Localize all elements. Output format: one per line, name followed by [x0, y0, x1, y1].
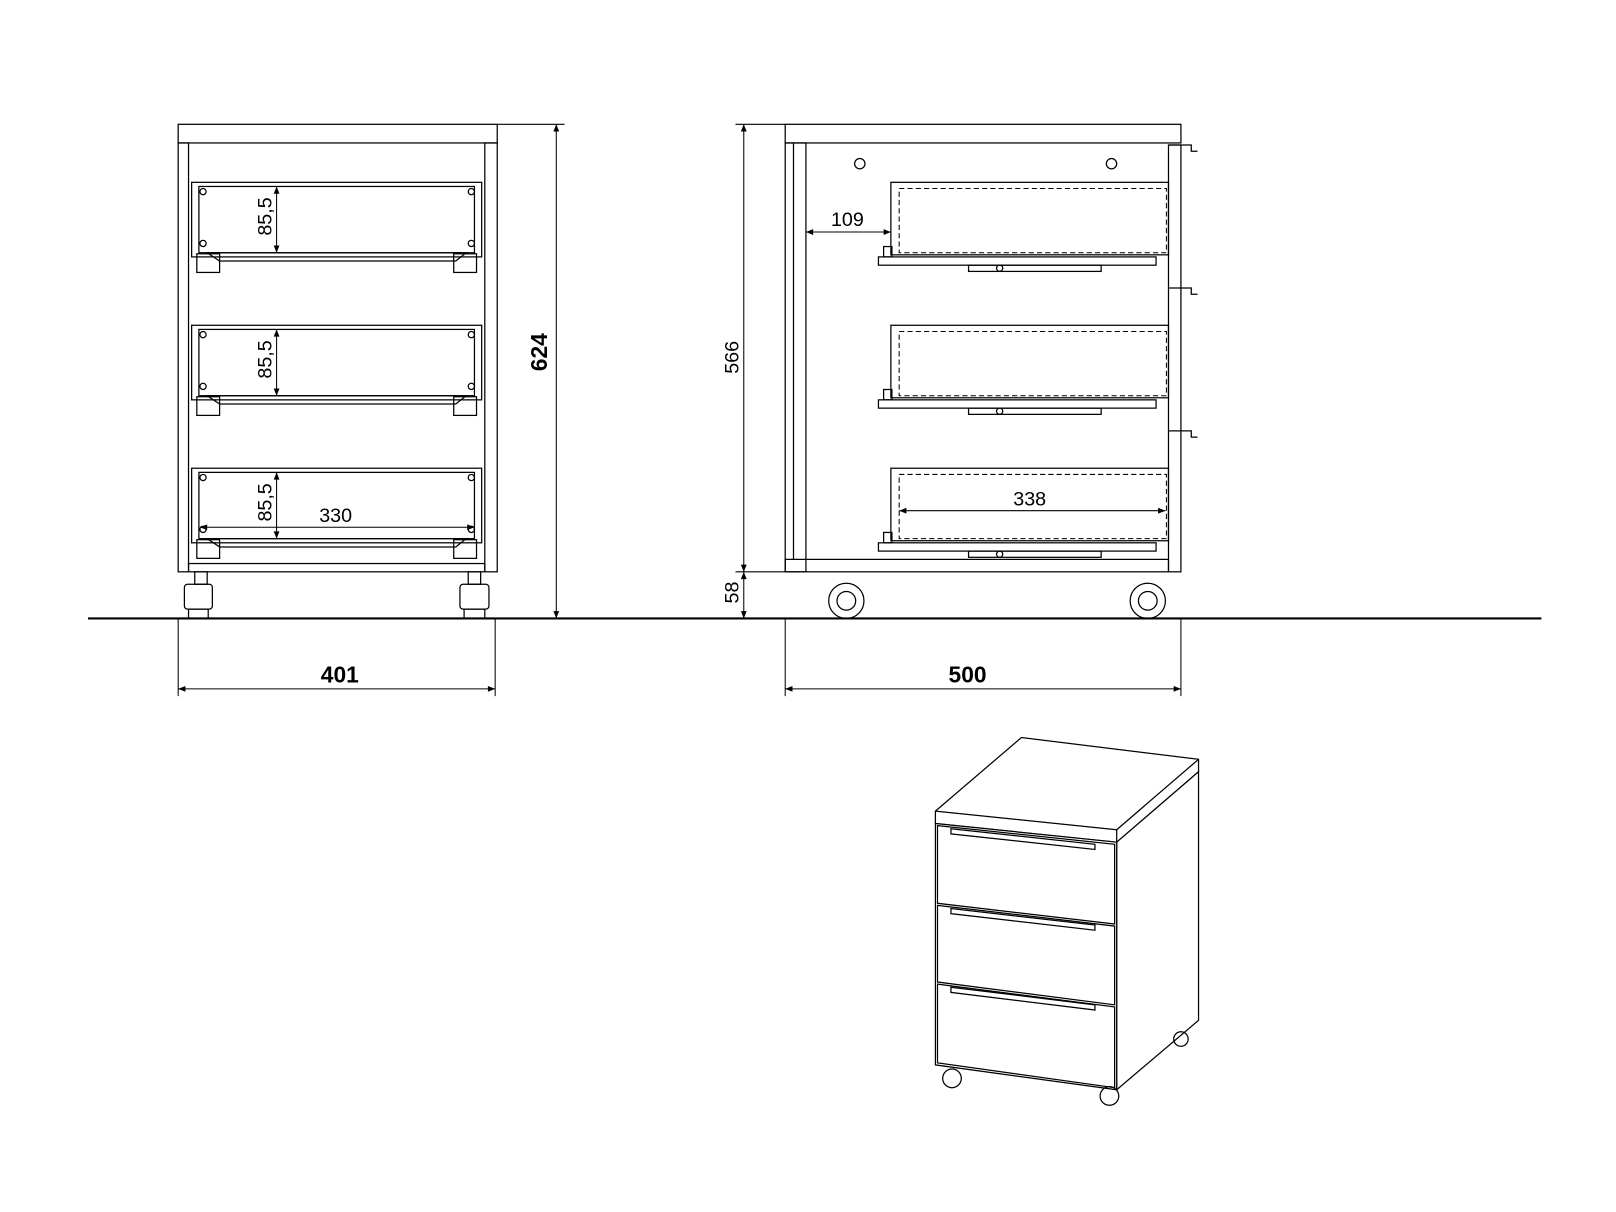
- caster-left: [183, 571, 213, 620]
- dim-total-depth: 500: [949, 662, 987, 688]
- dim-drawer-height: 85,5: [254, 483, 276, 521]
- side-drawer: [877, 144, 1198, 273]
- dim-back-offset: 109: [831, 209, 864, 231]
- front-view: 85,5 85,5 85,5 624 401 330: [177, 123, 565, 697]
- dim-body-height: 566: [722, 341, 744, 374]
- isometric-view: [934, 736, 1200, 1106]
- front-drawer: 85,5: [191, 181, 483, 274]
- side-drawer: [877, 287, 1198, 415]
- front-drawer: 85,5: [191, 467, 483, 559]
- side-drawer: [877, 430, 1198, 558]
- dim-total-width: 401: [321, 662, 359, 688]
- caster-back: [828, 582, 865, 620]
- caster-right: [459, 571, 490, 620]
- caster-front: [1129, 582, 1167, 620]
- dim-drawer-depth: 338: [1013, 489, 1046, 511]
- dim-total-height: 624: [526, 333, 552, 371]
- dim-drawer-height: 85,5: [254, 197, 276, 235]
- side-view: 566 58 109 338 500: [722, 123, 1198, 697]
- dim-drawer-inner-width: 330: [319, 505, 352, 527]
- front-drawer: 85,5: [191, 324, 483, 417]
- dim-drawer-height: 85,5: [254, 340, 276, 378]
- dim-caster-height: 58: [722, 582, 744, 604]
